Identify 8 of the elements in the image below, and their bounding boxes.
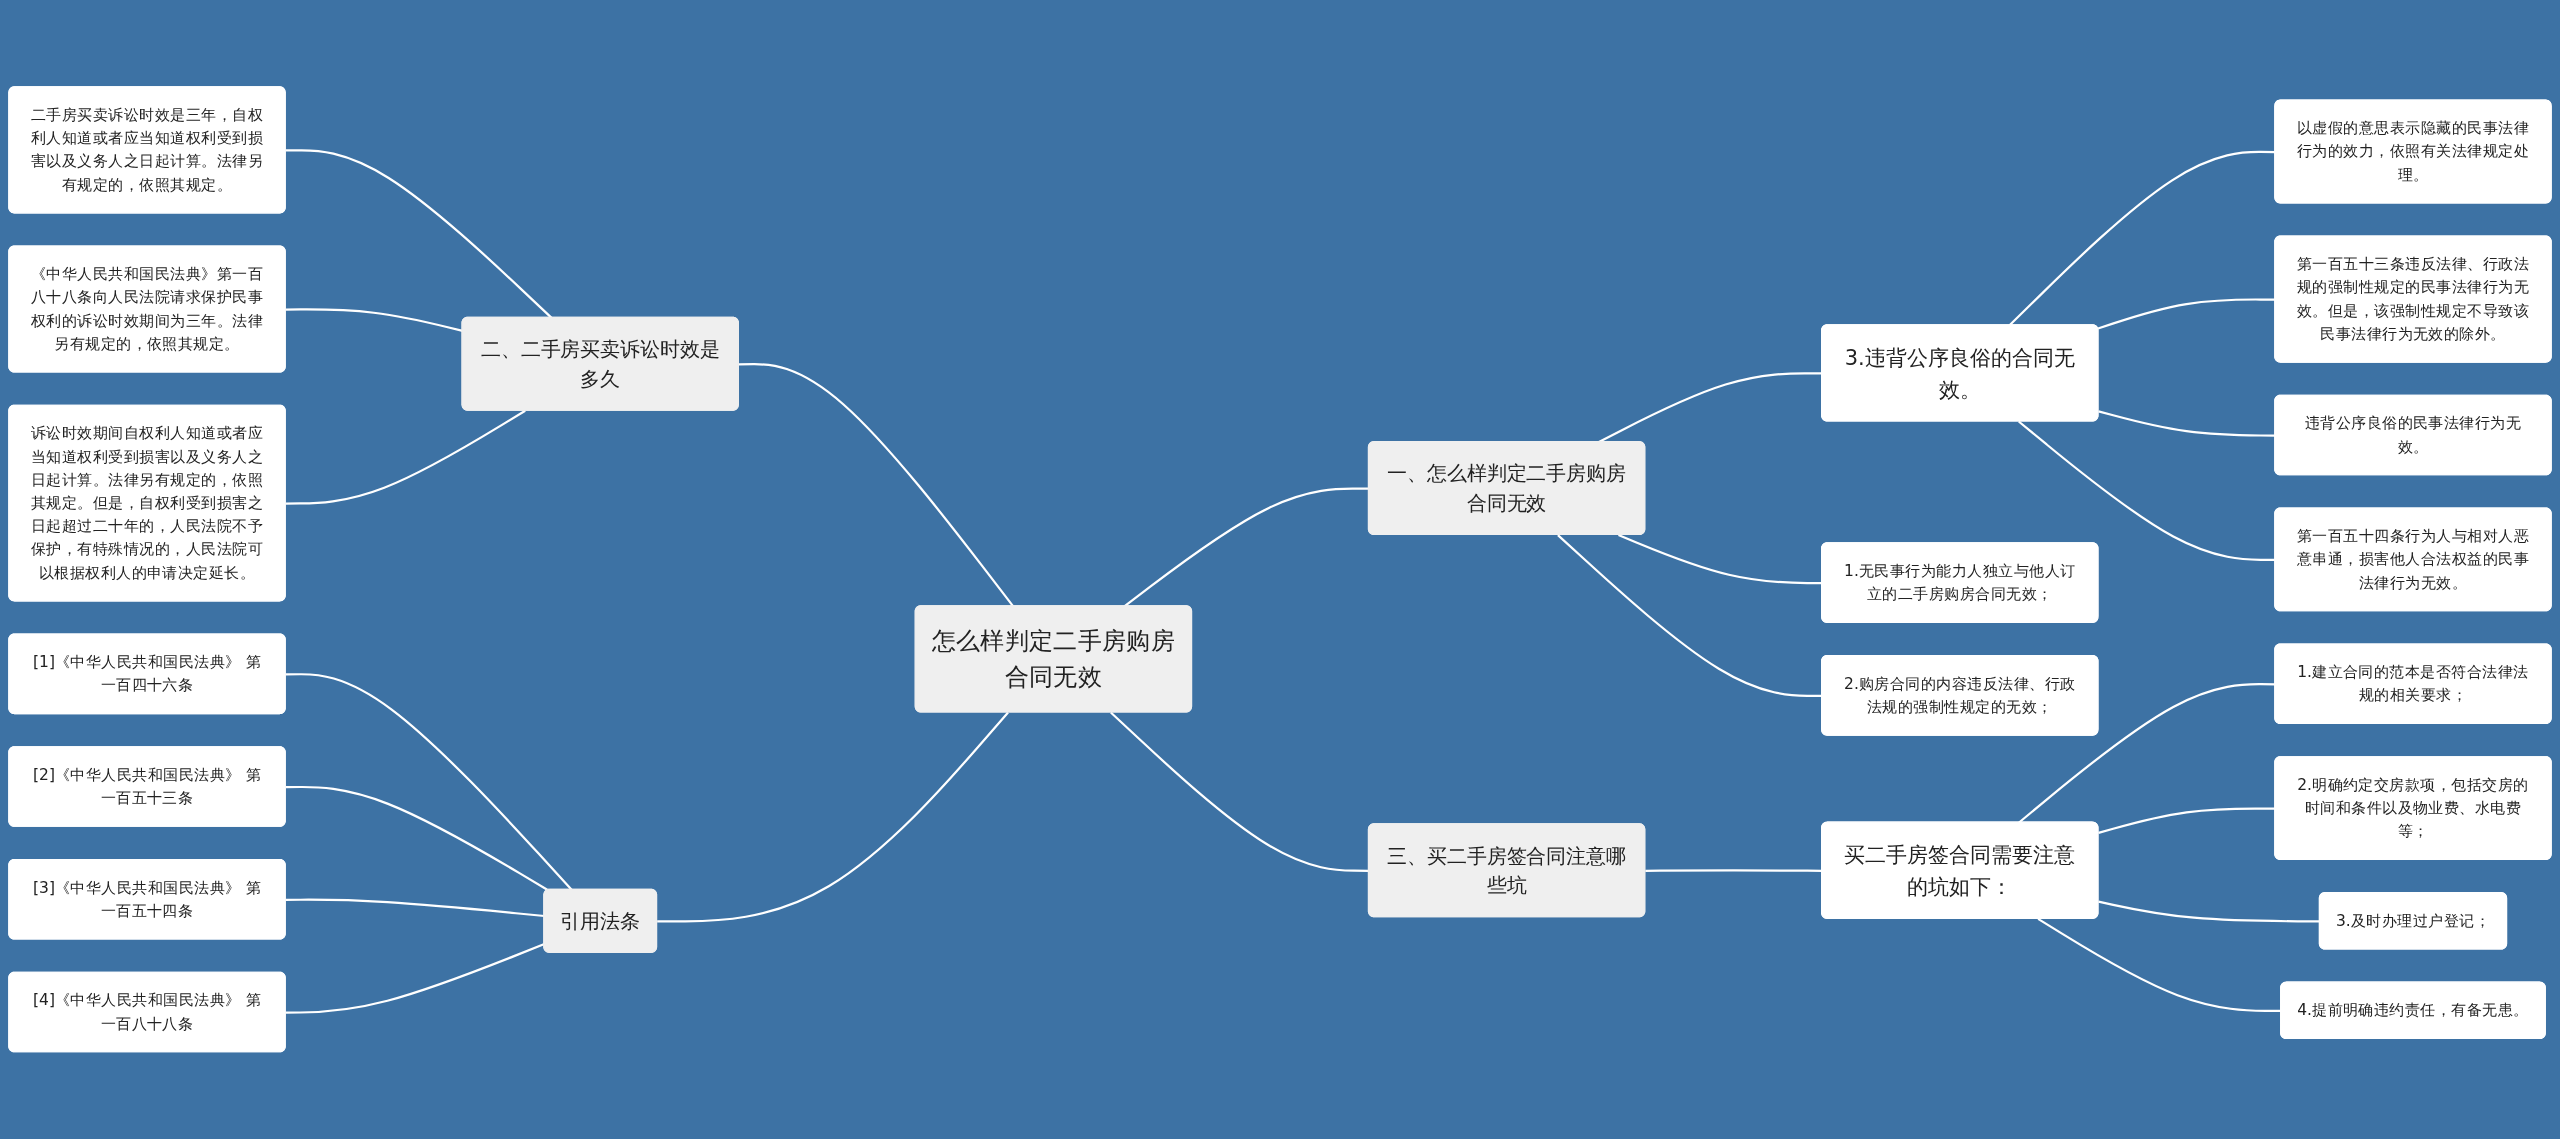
connector — [285, 673, 573, 891]
connector — [1110, 711, 1369, 873]
connector — [285, 149, 553, 319]
connector — [285, 786, 549, 892]
connector — [2098, 900, 2320, 923]
connector — [285, 409, 526, 505]
connector — [657, 711, 1009, 923]
connector — [285, 308, 463, 333]
